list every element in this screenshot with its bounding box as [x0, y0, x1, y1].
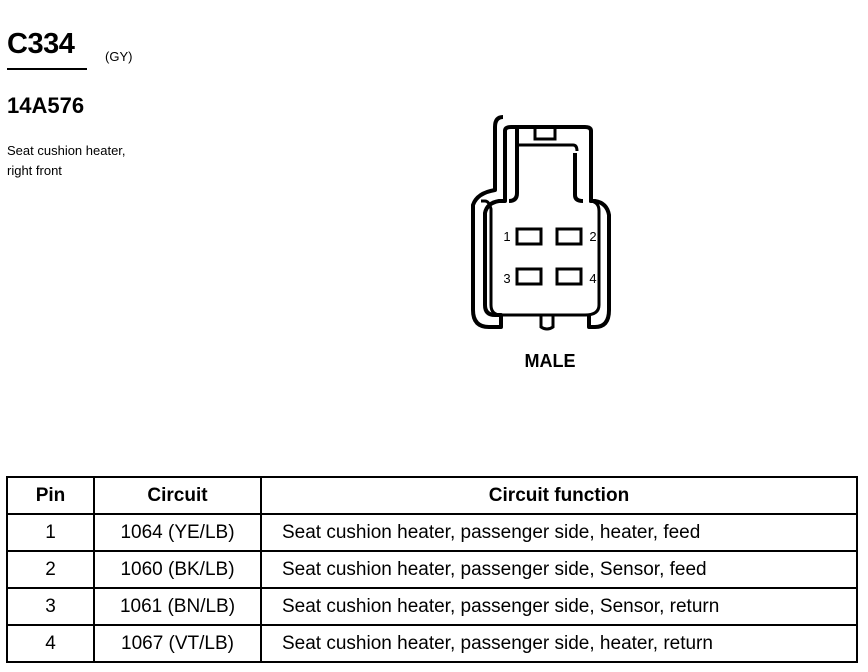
- connector-bottom-key: [539, 315, 555, 331]
- header-pin: Pin: [6, 476, 95, 515]
- pin-cavity-3: [515, 267, 543, 286]
- cell-pin: 4: [6, 624, 95, 663]
- pinout-table: Pin Circuit Circuit function 1 1064 (YE/…: [6, 476, 858, 663]
- pin-label-3: 3: [503, 271, 510, 286]
- cell-circuit-function: Seat cushion heater, passenger side, Sen…: [260, 550, 858, 589]
- part-number: 14A576: [7, 93, 85, 118]
- connector-latch-top: [517, 143, 579, 152]
- header-circuit-function: Circuit function: [260, 476, 858, 515]
- pin-cavity-2: [555, 227, 583, 246]
- cell-pin: 3: [6, 587, 95, 626]
- connector-id: C334: [7, 28, 75, 60]
- connector-latch-left: [508, 127, 519, 203]
- description-line-1: Seat cushion heater,: [7, 143, 126, 158]
- connector-latch-right: [573, 153, 584, 203]
- table-row: 3 1061 (BN/LB) Seat cushion heater, pass…: [6, 587, 858, 626]
- cell-circuit: 1060 (BK/LB): [93, 550, 262, 589]
- pin-cavity-4: [555, 267, 583, 286]
- connector-face-diagram: 1 2 3 4: [471, 115, 611, 331]
- cell-circuit: 1064 (YE/LB): [93, 513, 262, 552]
- connector-latch-tab: [533, 125, 557, 141]
- pin-label-2: 2: [589, 229, 596, 244]
- cell-pin: 2: [6, 550, 95, 589]
- pin-cavity-1: [515, 227, 543, 246]
- header-circuit: Circuit: [93, 476, 262, 515]
- cell-circuit: 1061 (BN/LB): [93, 587, 262, 626]
- table-row: 1 1064 (YE/LB) Seat cushion heater, pass…: [6, 513, 858, 552]
- cell-circuit-function: Seat cushion heater, passenger side, Sen…: [260, 587, 858, 626]
- pin-label-4: 4: [589, 271, 596, 286]
- connector-view-label: MALE: [524, 351, 576, 371]
- table-row: 4 1067 (VT/LB) Seat cushion heater, pass…: [6, 624, 858, 663]
- connector-color: (GY): [105, 49, 133, 64]
- connector-inner-body: [481, 199, 601, 317]
- cell-circuit-function: Seat cushion heater, passenger side, hea…: [260, 624, 858, 663]
- table-header-row: Pin Circuit Circuit function: [6, 476, 858, 515]
- pin-label-1: 1: [503, 229, 510, 244]
- description-line-2: right front: [7, 163, 62, 178]
- connector-id-underline: [7, 68, 87, 70]
- cell-pin: 1: [6, 513, 95, 552]
- connector-housing-outline: [471, 115, 611, 329]
- table-row: 2 1060 (BK/LB) Seat cushion heater, pass…: [6, 550, 858, 589]
- cell-circuit-function: Seat cushion heater, passenger side, hea…: [260, 513, 858, 552]
- cell-circuit: 1067 (VT/LB): [93, 624, 262, 663]
